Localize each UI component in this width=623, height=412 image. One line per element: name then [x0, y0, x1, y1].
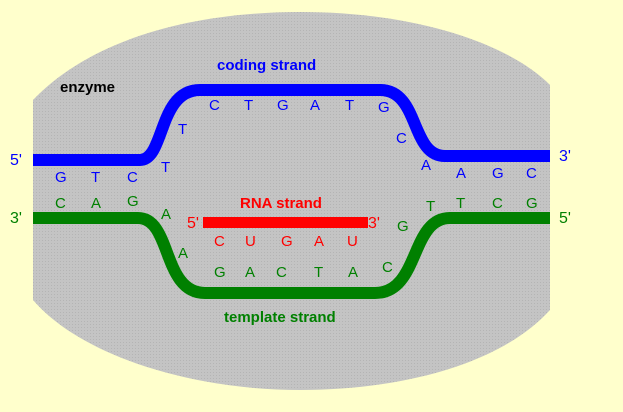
- template-base: G: [127, 193, 139, 210]
- template-base: G: [397, 218, 409, 235]
- rna-base: G: [281, 233, 293, 250]
- template-base: C: [55, 195, 66, 212]
- coding-base: G: [492, 165, 504, 182]
- coding-base: G: [277, 97, 289, 114]
- template-base: A: [91, 195, 101, 212]
- template-base: T: [314, 264, 323, 281]
- template-base: A: [161, 206, 171, 223]
- coding-base: G: [378, 99, 390, 116]
- template-base: C: [382, 259, 393, 276]
- template-base: C: [276, 264, 287, 281]
- coding-base: G: [55, 169, 67, 186]
- template-strand-line: [33, 212, 550, 299]
- coding-base: T: [244, 97, 253, 114]
- rna-base: A: [314, 233, 324, 250]
- template-base: A: [178, 245, 188, 262]
- rna-strand-label: RNA strand: [240, 195, 322, 212]
- coding-base: C: [127, 169, 138, 186]
- coding-base: A: [456, 165, 466, 182]
- template-base: T: [426, 198, 435, 215]
- coding-base: A: [310, 97, 320, 114]
- rna-3prime-label: 3': [368, 215, 380, 232]
- rna-strand-bar: [203, 217, 368, 228]
- template-base: G: [526, 195, 538, 212]
- enzyme-body: [33, 12, 550, 390]
- template-base: A: [245, 264, 255, 281]
- coding-5prime-label: 5': [10, 152, 22, 169]
- coding-base: C: [396, 130, 407, 147]
- enzyme-label: enzyme: [60, 79, 115, 96]
- template-5prime-label: 5': [559, 210, 571, 227]
- rna-5prime-label: 5': [187, 215, 199, 232]
- template-strand-label: template strand: [224, 309, 336, 326]
- rna-base: U: [245, 233, 256, 250]
- template-base: T: [456, 195, 465, 212]
- template-base: A: [348, 264, 358, 281]
- coding-base: T: [345, 97, 354, 114]
- template-base: C: [492, 195, 503, 212]
- coding-3prime-label: 3': [559, 148, 571, 165]
- coding-base: C: [526, 165, 537, 182]
- template-3prime-label: 3': [10, 210, 22, 227]
- coding-base: T: [91, 169, 100, 186]
- coding-strand-label: coding strand: [217, 57, 316, 74]
- rna-base: U: [347, 233, 358, 250]
- coding-base: T: [178, 121, 187, 138]
- coding-strand-line: [33, 84, 550, 166]
- coding-base: C: [209, 97, 220, 114]
- coding-base: A: [421, 157, 431, 174]
- template-base: G: [214, 264, 226, 281]
- rna-base: C: [214, 233, 225, 250]
- coding-base: T: [161, 159, 170, 176]
